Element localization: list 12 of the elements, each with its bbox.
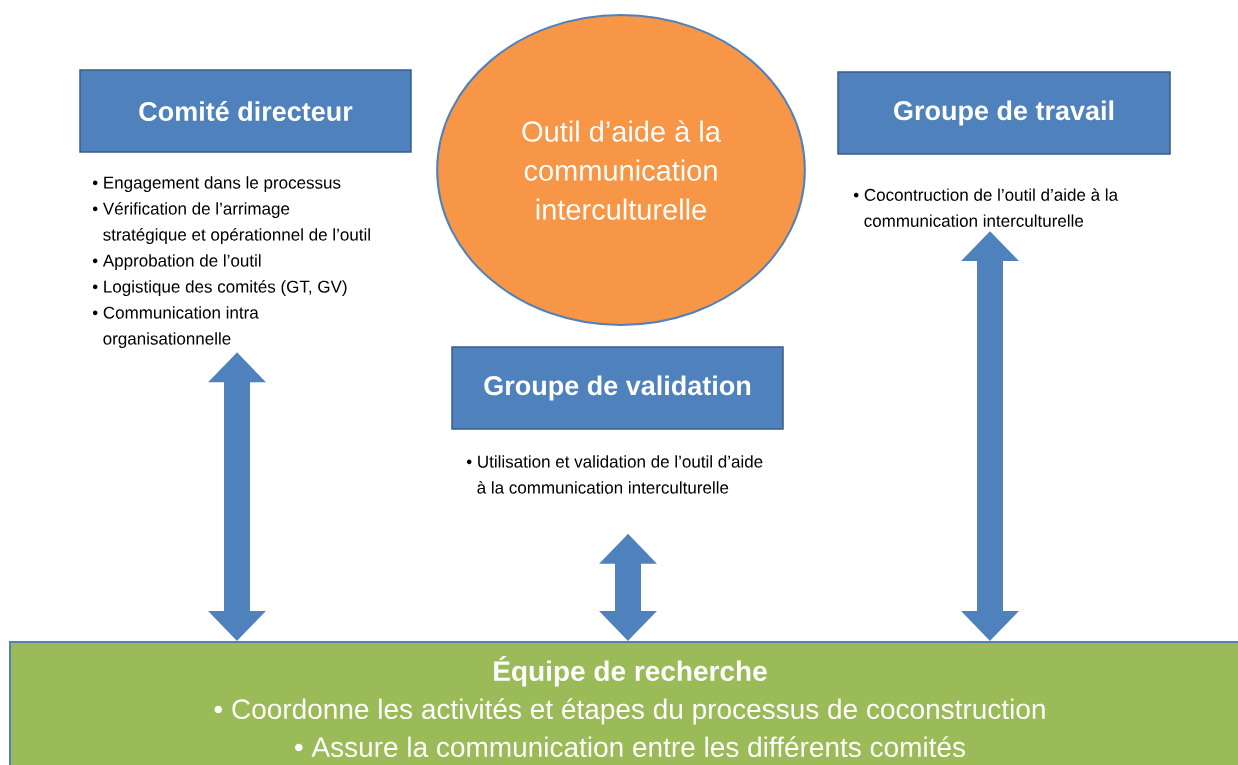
node-label: • Engagement dans le processus xyxy=(92,176,341,193)
title-box: Groupe de validation xyxy=(451,346,784,430)
title-box: Comité directeur xyxy=(79,69,412,153)
bullet-list: • Engagement dans le processus • Vérification de l’arrimage stratégique et opérationnel de l’outil • Approbation de l’outil • Logistique des comités (GT, GV) • Communication intra organisationnelle xyxy=(92,176,370,349)
title-box: Groupe de travail xyxy=(837,71,1171,155)
node-label: • Vérification de l’arrimage stratégique et opérationnel de l’outil xyxy=(92,201,370,245)
team-band: Équipe de recherche • Coordonne les activités et étapes du processus de coconstruction • Assure la communication entre les différents comités xyxy=(9,641,1238,765)
bullet-list: • Utilisation et validation de l’outil d’aide à la communication interculturelle xyxy=(466,455,763,494)
node-label: • Logistique des comités (GT, GV) xyxy=(92,280,347,297)
bullet-list: • Cocontruction de l’outil d’aide à la communication interculturelle xyxy=(853,188,1119,227)
node-label: • Communication intra organisationnelle xyxy=(92,306,259,349)
node-label: • Approbation de l’outil xyxy=(92,254,261,271)
